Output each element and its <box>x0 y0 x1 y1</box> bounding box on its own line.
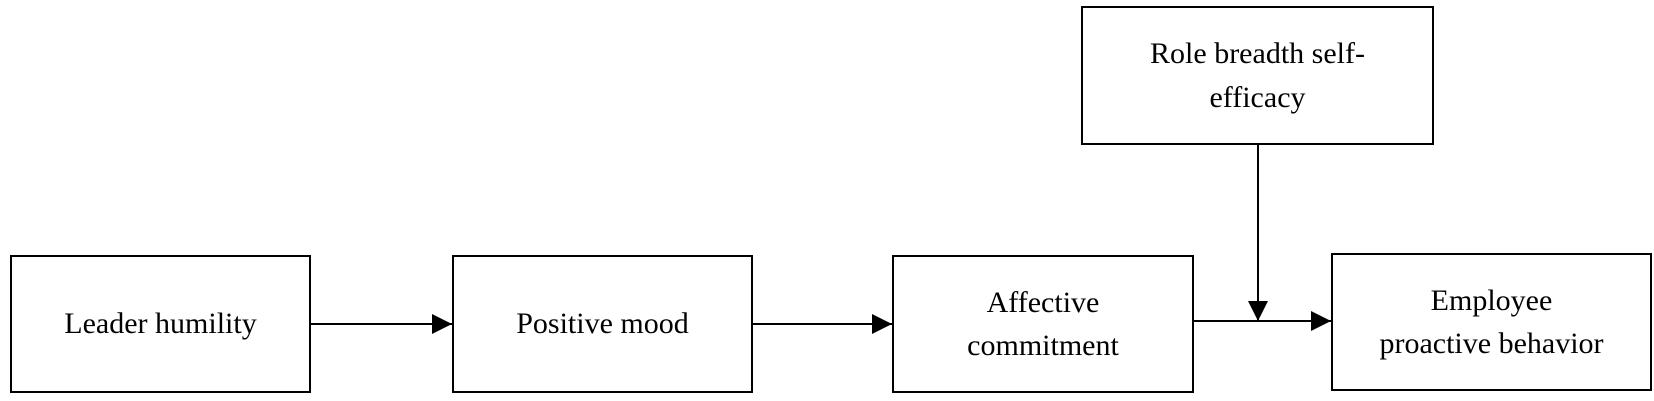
node-label-employee-proactive-behavior: Employee proactive behavior <box>1379 283 1604 361</box>
node-positive-mood: Positive mood <box>452 255 753 393</box>
node-label-role-breadth-self-efficacy: Role breadth self- efficacy <box>1150 37 1365 114</box>
node-affective-commitment: Affective commitment <box>892 255 1194 393</box>
node-role-breadth-self-efficacy: Role breadth self- efficacy <box>1081 6 1434 145</box>
node-label-leader-humility: Leader humility <box>64 307 257 341</box>
node-leader-humility: Leader humility <box>10 255 311 393</box>
node-employee-proactive-behavior: Employee proactive behavior <box>1331 253 1652 391</box>
node-label-affective-commitment: Affective commitment <box>967 285 1119 363</box>
node-label-positive-mood: Positive mood <box>516 307 689 341</box>
